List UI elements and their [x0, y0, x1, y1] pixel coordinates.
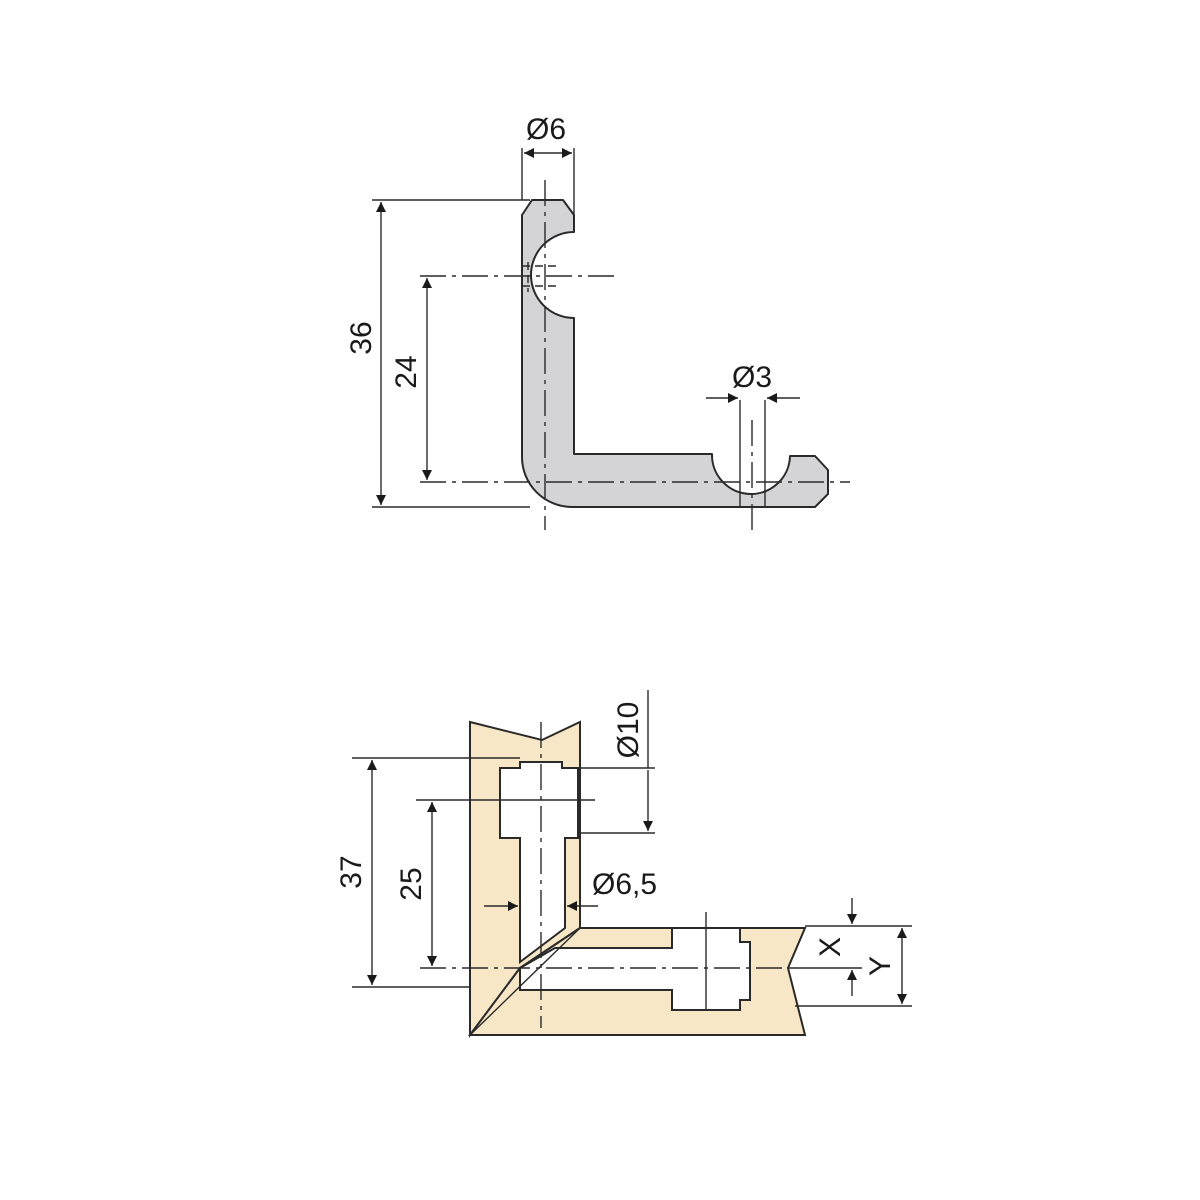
dim-total-height-label: 36	[345, 321, 378, 354]
dim-assembly-total-label: 37	[335, 855, 368, 888]
vertical-bore-cavity	[499, 761, 579, 965]
dim-x-label: X	[814, 937, 847, 957]
dim-center-height-label: 24	[390, 355, 423, 388]
assembly-view: Ø10 Ø6,5 37 25 X Y	[335, 690, 912, 1039]
connector-pin-view: Ø6 Ø3 36 24	[345, 113, 850, 530]
dim-y-label: Y	[864, 956, 897, 976]
dim-assembly-center-label: 25	[395, 867, 428, 900]
connector-pin-body	[521, 199, 829, 508]
dim-small-hole-label: Ø3	[732, 361, 772, 394]
mitre-line	[469, 927, 581, 1036]
horizontal-bore-cavity	[519, 927, 751, 1011]
dim-bore-diameter-label: Ø10	[612, 702, 645, 759]
dim-shaft-diameter-label: Ø6,5	[592, 868, 657, 901]
dim-pin-diameter-label: Ø6	[526, 113, 566, 146]
